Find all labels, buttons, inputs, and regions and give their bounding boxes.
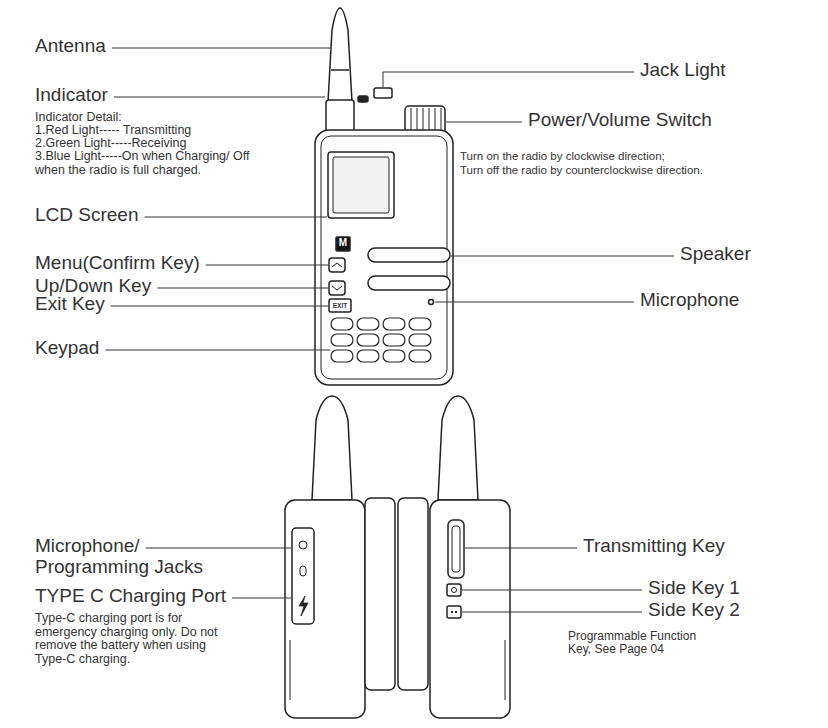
side-key (447, 606, 461, 618)
part-name: Side Key 2 (648, 600, 740, 621)
note-heading: Indicator Detail: (35, 111, 122, 125)
leader-line (465, 548, 577, 549)
part-name: Microphone/ Programming Jacks (35, 536, 210, 577)
antenna-shape (328, 8, 352, 102)
key-legend: EXIT (329, 302, 351, 309)
leader-line (451, 256, 674, 257)
lcd-frame (328, 152, 394, 218)
leader-line (206, 265, 328, 266)
antenna-ring (331, 69, 349, 71)
part-name: Speaker (680, 244, 751, 265)
part-name: Jack Light (640, 60, 726, 81)
lcd-glass (333, 157, 389, 213)
part-name: Microphone (640, 290, 739, 311)
jack-light-shape (374, 88, 392, 98)
leader-line (114, 97, 325, 98)
radio-body (315, 130, 453, 385)
antenna-shape (312, 396, 352, 500)
down-key-mark (332, 286, 342, 290)
note-text: 1.Red Light----- Transmitting (35, 124, 191, 138)
note-text: Turn on the radio by clockwise direction… (460, 150, 665, 162)
radio-side-body (285, 500, 365, 718)
leader-line (157, 288, 328, 289)
jack-panel (292, 528, 314, 624)
down-key (329, 281, 345, 295)
antenna-base (326, 100, 354, 132)
note-text: Turn off the radio by counterclockwise d… (460, 164, 703, 176)
part-name: Keypad (35, 338, 99, 359)
grip-line (290, 640, 291, 700)
note-text: 2.Green Light-----Receiving (35, 137, 186, 151)
grip-line (505, 640, 506, 700)
menu-key (329, 258, 345, 272)
part-name: Side Key 1 (648, 578, 740, 599)
keypad-keys (331, 318, 431, 362)
leader-line (112, 48, 330, 49)
ptt-key-inner (452, 526, 460, 572)
part-name: LCD Screen (35, 205, 139, 226)
leader-line (105, 350, 330, 351)
part-name: Power/Volume Switch (528, 110, 712, 131)
part-name: Indicator (35, 85, 108, 106)
headphone-icon (299, 541, 307, 549)
speaker-slot (368, 248, 450, 262)
leader-line (435, 302, 634, 303)
charge-icon (299, 596, 308, 616)
leader-line (111, 306, 328, 307)
part-name: Exit Key (35, 294, 105, 315)
note-text: 3.Blue Light-----On when Charging/ Off w… (35, 150, 273, 177)
leader-line (462, 590, 642, 591)
leader-line (446, 122, 522, 123)
belt-clip (398, 498, 428, 690)
part-name: Menu(Confirm Key) (35, 253, 200, 274)
side-key-mark (451, 611, 457, 613)
leader-line (145, 217, 328, 218)
mic-icon (300, 566, 306, 576)
exit-key (329, 299, 351, 312)
logo-mark: M (336, 238, 350, 249)
part-name: TYPE C Charging Port (35, 586, 226, 607)
leader-line (462, 612, 642, 613)
logo-box (336, 237, 350, 251)
part-name: Transmitting Key (583, 536, 725, 557)
belt-clip (365, 498, 395, 690)
antenna-shape (438, 396, 478, 500)
leader-line (146, 548, 291, 549)
speaker-slot (368, 276, 450, 290)
ptt-key (448, 520, 464, 578)
side-key-mark (452, 588, 457, 593)
radio-side-body (430, 500, 510, 718)
part-name: Antenna (35, 36, 106, 57)
leader-line (232, 598, 291, 599)
note-text: Type-C charging port is for emergency ch… (35, 612, 220, 666)
side-key (447, 584, 461, 596)
note-text: Programmable Function Key, See Page 04 (568, 630, 718, 656)
menu-key-mark (332, 263, 342, 267)
indicator-shape (358, 96, 368, 102)
microphone-hole (429, 300, 434, 305)
leader-line (383, 72, 634, 87)
